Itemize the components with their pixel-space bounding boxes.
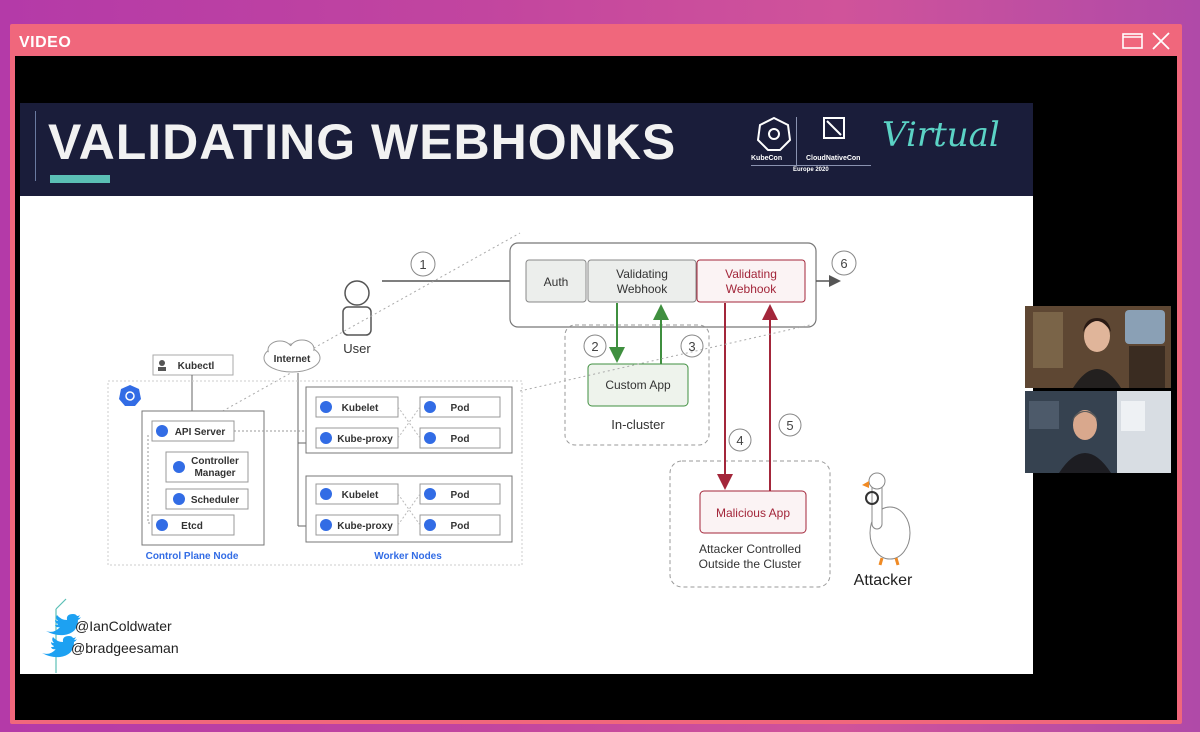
twitter-icon — [42, 636, 77, 658]
user-label: User — [343, 341, 371, 356]
validating-webhook-label-2: Webhook — [617, 282, 668, 296]
dotted-link-internet — [304, 232, 521, 354]
maximize-icon[interactable] — [1122, 32, 1144, 50]
scheduler-label: Scheduler — [191, 495, 239, 506]
step-5: 5 — [786, 418, 793, 433]
logo-divider — [796, 117, 797, 165]
pod-label-2: Pod — [451, 434, 470, 445]
slide-header: VALIDATING WEBHONKS KubeCon CloudNativeC… — [20, 103, 1033, 196]
step-3: 3 — [688, 339, 695, 354]
architecture-diagram: User 1 Auth Validating Webhook Validatin… — [42, 232, 913, 673]
virtual-label: Virtual — [882, 115, 1000, 155]
window-title: VIDEO — [19, 34, 72, 51]
close-icon[interactable] — [1150, 32, 1172, 50]
controller-label-1: Controller — [191, 456, 239, 467]
video-stream: VALIDATING WEBHONKS KubeCon CloudNativeC… — [15, 56, 1177, 720]
custom-app-label: Custom App — [605, 378, 671, 392]
twitter-handle-1: @IanColdwater — [75, 618, 172, 634]
kubecon-label: KubeCon — [751, 155, 783, 162]
malicious-webhook-box — [696, 259, 806, 303]
user-icon — [342, 280, 372, 336]
control-plane-label: Control Plane Node — [146, 551, 239, 562]
slide-title: VALIDATING WEBHONKS — [48, 114, 677, 170]
pod-label-4: Pod — [451, 521, 470, 532]
kubecon-logo-icon — [756, 116, 792, 151]
twitter-handle-2: @bradgeesaman — [71, 640, 179, 656]
participant-video-2[interactable] — [1025, 391, 1171, 473]
worker-nodes-label: Worker Nodes — [374, 551, 442, 562]
step-2: 2 — [591, 339, 598, 354]
cluster-region — [107, 380, 523, 566]
attacker-controlled-label-1: Attacker Controlled — [699, 542, 801, 556]
cncf-label: CloudNativeCon — [806, 155, 861, 162]
malicious-app-box — [699, 490, 807, 534]
auth-box — [525, 259, 587, 303]
presentation-slide: VALIDATING WEBHONKS KubeCon CloudNativeC… — [20, 103, 1033, 674]
malicious-webhook-label-2: Webhook — [726, 282, 777, 296]
pod-label-1: Pod — [451, 403, 470, 414]
controller-label-2: Manager — [194, 468, 235, 479]
step-1: 1 — [419, 257, 426, 272]
step-4: 4 — [736, 433, 743, 448]
pod-label-3: Pod — [451, 490, 470, 501]
cncf-logo-icon — [823, 117, 845, 139]
kube-proxy-label-2: Kube-proxy — [337, 521, 393, 532]
event-label: Europe 2020 — [793, 167, 829, 173]
goose-icon — [862, 472, 911, 566]
in-cluster-region — [564, 324, 710, 446]
step-6: 6 — [840, 256, 847, 271]
malicious-webhook-label-1: Validating — [725, 267, 777, 281]
attacker-region — [669, 460, 831, 588]
internet-label: Internet — [274, 354, 311, 365]
scheduler-icon — [173, 493, 185, 505]
api-server-label: API Server — [175, 427, 226, 438]
kubelet-label-2: Kubelet — [342, 490, 379, 501]
controller-manager-icon — [173, 461, 185, 473]
internet-cloud-icon — [263, 339, 321, 373]
kubelet-label-1: Kubelet — [342, 403, 379, 414]
attacker-controlled-label-2: Outside the Cluster — [699, 557, 802, 571]
etcd-label: Etcd — [181, 521, 203, 532]
kubectl-label: Kubectl — [178, 361, 215, 372]
auth-label: Auth — [544, 275, 569, 289]
kubectl-box — [152, 354, 234, 376]
logo-rule — [751, 165, 871, 166]
kubernetes-icon — [119, 385, 141, 406]
twitter-icon — [46, 614, 81, 636]
kube-proxy-label-1: Kube-proxy — [337, 434, 393, 445]
api-server-icon — [156, 425, 168, 437]
validating-webhook-label-1: Validating — [616, 267, 668, 281]
malicious-app-label: Malicious App — [716, 506, 790, 520]
title-accent-line — [35, 111, 36, 181]
validating-webhook-box — [587, 259, 697, 303]
in-cluster-label: In-cluster — [611, 417, 665, 432]
dotted-link-cluster — [204, 364, 306, 422]
attacker-label: Attacker — [854, 572, 913, 589]
title-underline — [50, 175, 110, 183]
video-window: VIDEO VALIDATING WEBHONKS KubeCon — [10, 24, 1182, 724]
etcd-icon — [156, 519, 168, 531]
participant-video-1[interactable] — [1025, 306, 1171, 388]
